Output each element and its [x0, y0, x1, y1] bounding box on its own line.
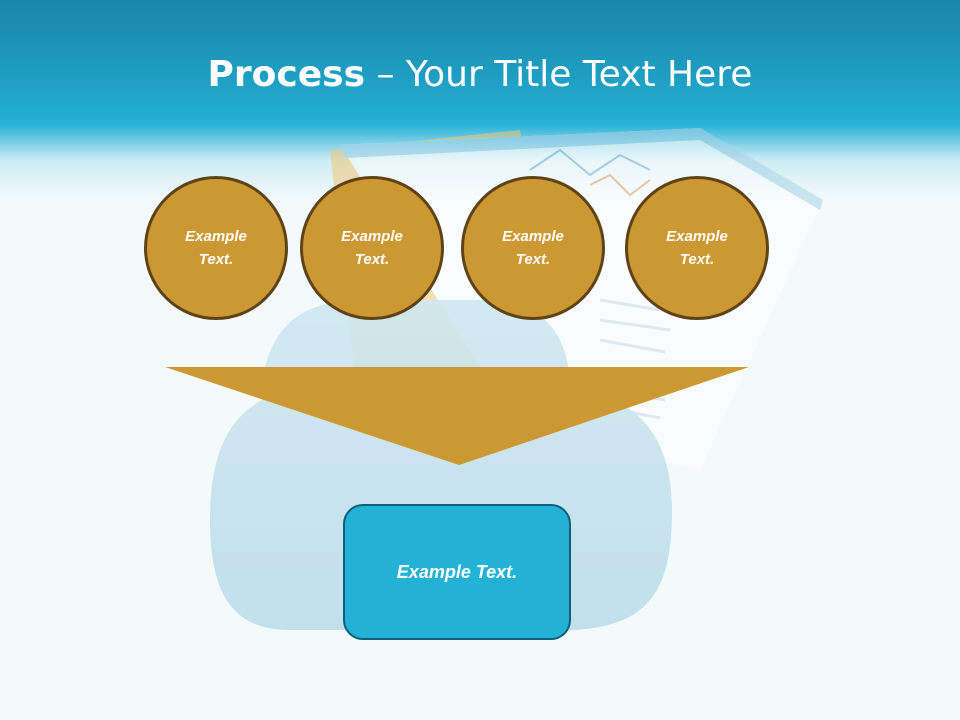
funnel-arrow — [165, 367, 749, 465]
result-box-label: Example Text. — [396, 561, 518, 582]
process-circle-4[interactable]: Example Text. — [625, 176, 769, 320]
process-circle-label: Example Text. — [341, 228, 403, 268]
process-circle-1[interactable]: Example Text. — [144, 176, 288, 320]
result-box[interactable]: Example Text. — [343, 504, 571, 640]
title-rest: – Your Title Text Here — [365, 54, 753, 95]
slide-title: Process – Your Title Text Here — [0, 52, 960, 98]
process-circle-label: Example Text. — [502, 228, 564, 268]
process-circle-2[interactable]: Example Text. — [300, 176, 444, 320]
process-circle-label: Example Text. — [666, 228, 728, 268]
process-circle-3[interactable]: Example Text. — [461, 176, 605, 320]
process-circle-label: Example Text. — [185, 228, 247, 268]
title-bold: Process — [207, 54, 366, 95]
